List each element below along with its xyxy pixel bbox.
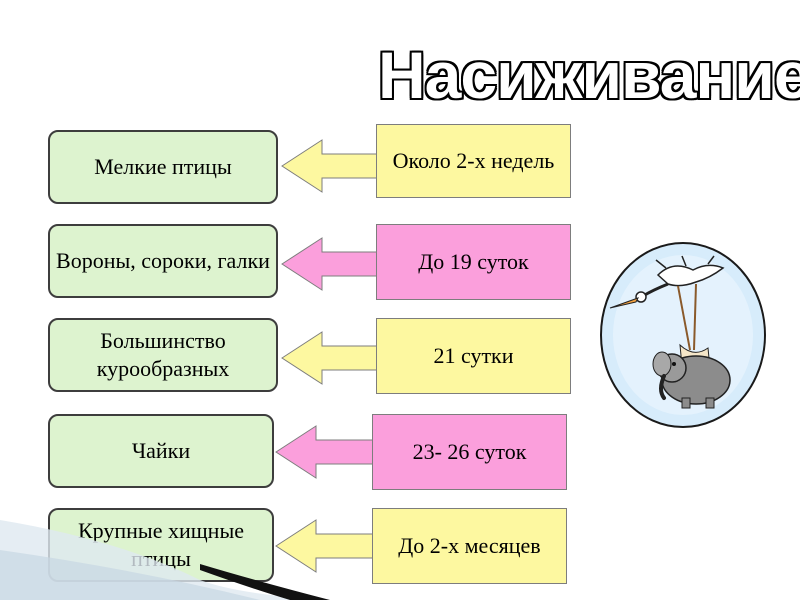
arrow-left-icon — [281, 237, 379, 291]
bird-box-galliformes: Большинство курообразных — [48, 318, 278, 392]
bird-label: Вороны, сороки, галки — [56, 248, 270, 273]
duration-box-galliformes: 21 сутки — [376, 318, 571, 394]
bird-box-small-birds: Мелкие птицы — [48, 130, 278, 204]
bird-label: Мелкие птицы — [94, 154, 232, 179]
duration-box-crows: До 19 суток — [376, 224, 571, 300]
duration-label: 21 сутки — [433, 343, 514, 368]
duration-box-small-birds: Около 2-х недель — [376, 124, 571, 198]
arrow-left-icon — [281, 139, 379, 193]
arrow-left-icon — [281, 331, 379, 385]
duration-box-raptors: До 2-х месяцев — [372, 508, 567, 584]
duration-label: 23- 26 суток — [412, 439, 527, 464]
corner-decoration — [0, 520, 330, 600]
arrow-left-icon — [275, 425, 375, 479]
duration-label: Около 2-х недель — [392, 148, 555, 173]
bird-box-gulls: Чайки — [48, 414, 274, 488]
slide-title: Насиживание — [378, 38, 800, 112]
bird-label: Большинство курообразных — [96, 328, 230, 381]
bird-box-crows: Вороны, сороки, галки — [48, 224, 278, 298]
duration-label: До 2-х месяцев — [398, 533, 541, 558]
bird-label: Чайки — [131, 438, 191, 463]
bird-label: Крупные хищные птицы — [77, 518, 244, 571]
stork-elephant-illustration — [600, 242, 766, 428]
duration-box-gulls: 23- 26 суток — [372, 414, 567, 490]
duration-label: До 19 суток — [418, 249, 529, 274]
